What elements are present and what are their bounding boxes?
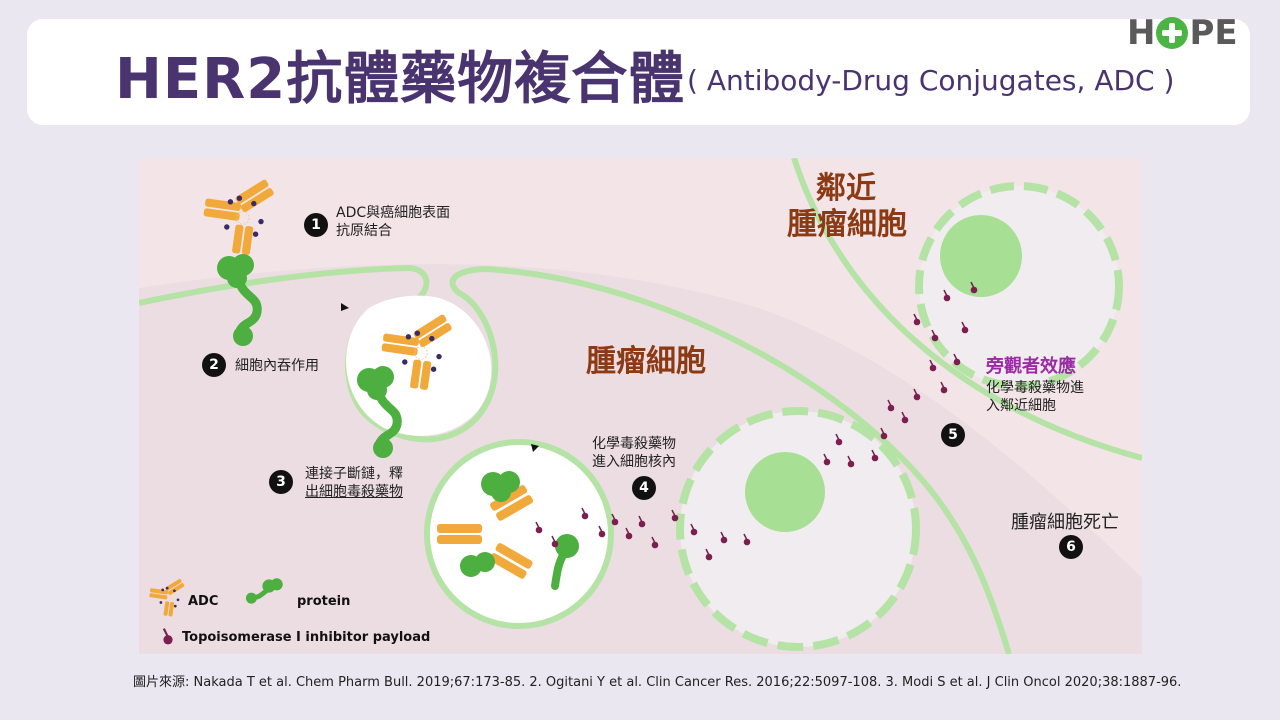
step-1-label: ADC與癌細胞表面 抗原結合 [336, 205, 451, 239]
step-4-label: 化學毒殺藥物 進入細胞核內 [592, 436, 676, 470]
step-4-badge: 4 [632, 476, 656, 500]
legend-payload-label: Topoisomerase I inhibitor payload [182, 630, 431, 645]
plus-circle-icon [1156, 17, 1189, 49]
logo-text-left: H [1127, 13, 1156, 53]
legend-adc-label: ADC [188, 594, 219, 609]
step-2-badge: 2 [202, 353, 226, 377]
step-3-label: 連接子斷鏈，釋 出細胞毒殺藥物 [305, 466, 403, 500]
step-5-badge: 5 [941, 423, 965, 447]
step-5-label: 化學毒殺藥物進 入鄰近細胞 [986, 380, 1084, 414]
step-6-badge: 6 [1059, 535, 1083, 559]
step-1-badge: 1 [304, 213, 328, 237]
step-2-label: 細胞內吞作用 [235, 358, 319, 374]
image-source-citation: 圖片來源: Nakada T et al. Chem Pharm Bull. 2… [133, 675, 1182, 690]
step-6-label: 腫瘤細胞死亡 [1011, 512, 1119, 533]
logo-text-right: PE [1189, 13, 1238, 53]
page-subtitle: ( Antibody-Drug Conjugates, ADC ) [687, 64, 1175, 97]
bystander-effect-label: 旁觀者效應 [986, 356, 1076, 377]
legend-protein-label: protein [297, 594, 351, 609]
page-title: HER2抗體藥物複合體 [115, 47, 686, 112]
title-card [27, 19, 1250, 125]
hope-logo: H PE [1127, 13, 1238, 53]
neighbor-tumor-cell-label: 鄰近 腫瘤細胞 [787, 171, 907, 242]
step-3-badge: 3 [269, 470, 293, 494]
diagram-illustration [139, 158, 1142, 654]
tumor-cell-label: 腫瘤細胞 [586, 344, 706, 379]
adc-mechanism-diagram: 1 ADC與癌細胞表面 抗原結合 2 細胞內吞作用 3 連接子斷鏈，釋 出細胞毒… [139, 158, 1142, 654]
